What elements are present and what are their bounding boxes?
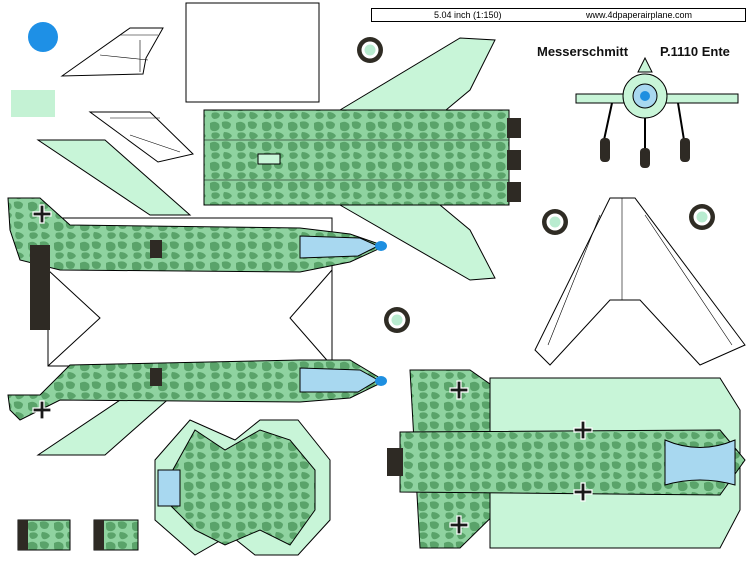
green-color-swatch — [11, 90, 55, 117]
tail-fin-lower — [88, 111, 195, 163]
scale-label: 5.04 inch (1:150) — [434, 10, 502, 20]
blank-tab — [185, 2, 320, 103]
wing-outline — [534, 197, 746, 366]
aircraft-manufacturer: Messerschmitt — [537, 44, 629, 59]
front-view — [575, 56, 739, 168]
bottom-view-fuselage — [387, 369, 746, 549]
roundel-icon — [357, 37, 383, 63]
top-view-fuselage — [203, 37, 521, 281]
fuselage-left-side — [7, 139, 387, 330]
roundel-icon — [542, 209, 568, 235]
blue-color-swatch — [28, 22, 58, 52]
tail-fin-top — [60, 27, 164, 77]
roundel-icon — [689, 204, 715, 230]
fuselage-right-side — [7, 359, 387, 456]
scale-header-bar: 5.04 inch (1:150) www.4dpaperairplane.co… — [371, 8, 746, 22]
website-label: www.4dpaperairplane.com — [586, 10, 693, 20]
intake-part — [154, 419, 331, 556]
aircraft-model: P.1110 Ente — [660, 44, 730, 59]
roundel-icon — [384, 307, 410, 333]
